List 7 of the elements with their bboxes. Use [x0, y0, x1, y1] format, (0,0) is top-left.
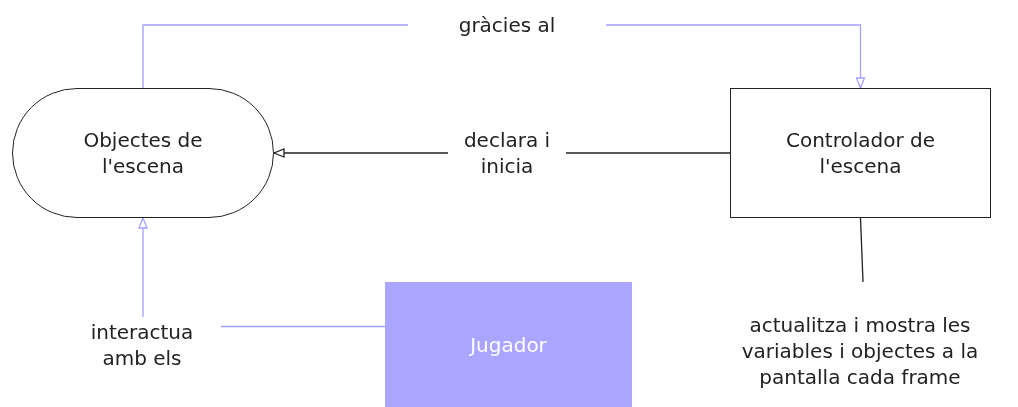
- node-label: Controlador de l'escena: [784, 127, 937, 179]
- note-text: actualitza i mostra les variables i objectes a la pantalla cada frame: [740, 312, 980, 390]
- actor-box: [385, 282, 632, 407]
- node-label: Objectes de l'escena: [82, 127, 204, 179]
- process-box: [730, 88, 991, 218]
- node-label: Jugador: [470, 331, 547, 358]
- connector: [859, 217, 864, 283]
